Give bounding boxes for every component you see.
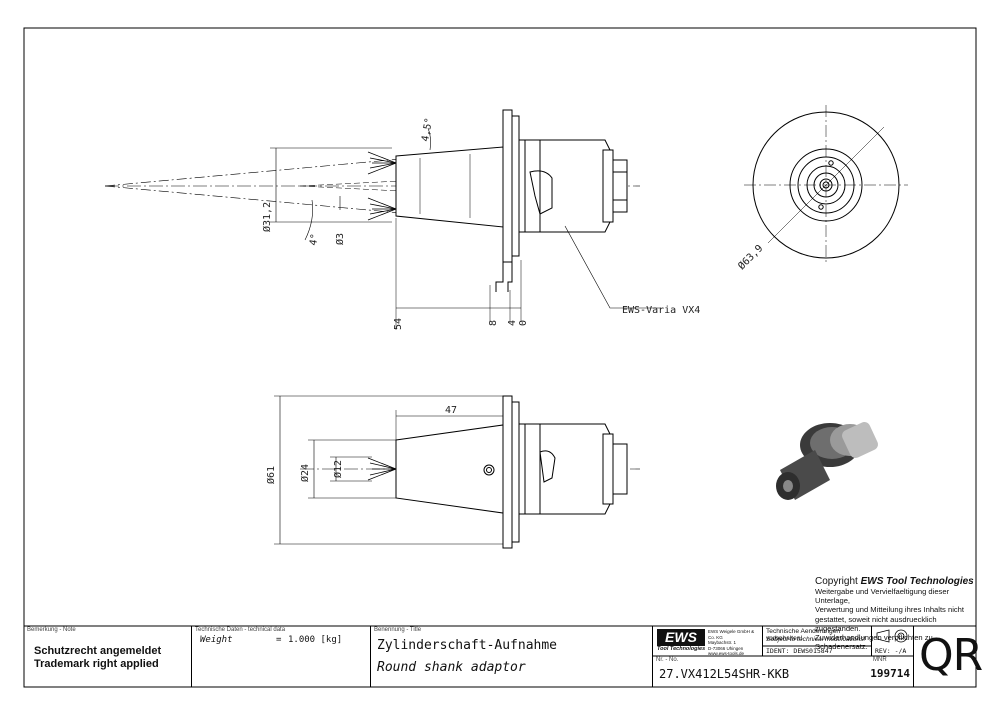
ident-label: IDENT: [766, 647, 790, 655]
name-cell: Benennung - Title Zylinderschaft-Aufnahm… [370, 626, 652, 687]
qr-code-label: QR [919, 630, 983, 681]
technical-data-caption: Technische Daten - technical data [195, 627, 286, 633]
ident-field: IDENT: DEWS015847 [766, 647, 833, 655]
company-cell: EWS Tool Technologies EWS Weigele GmbH &… [652, 626, 762, 656]
part-number-caption: Nr. - No. [656, 657, 679, 663]
ident-value: DEWS015847 [793, 647, 833, 655]
copyright-line: Verwertung und Mitteilung ihres Inhalts … [815, 605, 965, 615]
dim-length-0: 0 [518, 320, 529, 326]
dim-length-4: 4 [507, 320, 518, 326]
mnr-cell: MNR 199714 [870, 656, 913, 687]
company-address-line: D-73066 Uhingen [708, 645, 744, 651]
copyright-line: gestattet, soweit nicht ausdruecklich zu… [815, 614, 937, 633]
company-address-line: EWS Weigele GmbH & Co. KG [708, 629, 755, 640]
dim-angle-4-5: 4,5° [420, 117, 435, 143]
dim-angle-4: 4° [308, 233, 321, 247]
changes-german: Technische Aenderungen vorbehalten! [766, 628, 841, 642]
ews-logo: EWS [657, 629, 705, 646]
revision-field: REV: -/A [875, 647, 906, 655]
varia-callout: EWS-Varia VX4 [622, 305, 700, 316]
sheet-frame [23, 27, 977, 688]
title-block-frame [24, 625, 976, 657]
projection-cell: REV: -/A [871, 626, 913, 656]
part-number-cell: Nr. - No. 27.VX412L54SHR-KKB [652, 656, 871, 687]
end-view [744, 105, 908, 265]
qr-cell: QR [913, 626, 983, 687]
changes-english: Subject to technical modifications! [766, 636, 866, 643]
product-3d-render [776, 422, 878, 500]
dim-d12: Ø12 [332, 460, 344, 478]
part-number: 27.VX412L54SHR-KKB [659, 667, 790, 681]
side-view-bottom [274, 395, 640, 549]
dim-length-8: 8 [488, 320, 499, 326]
title-german: Zylinderschaft-Aufnahme [377, 638, 558, 653]
mnr-value: 199714 [870, 667, 910, 680]
technical-data-cell: Technische Daten - technical data Weight… [191, 626, 370, 687]
ews-logo-subtitle: Tool Technologies [657, 646, 706, 652]
weight-equals: = [276, 635, 282, 645]
company-address-line: Maybachstr. 1 [708, 640, 737, 645]
changes-cell: Technische Aenderungen vorbehalten! Subj… [762, 626, 871, 656]
revision-label: REV: [875, 647, 891, 655]
copyright-notice: Copyright EWS Tool Technologies Weiterga… [815, 576, 975, 651]
copyright-prefix: Copyright [815, 576, 858, 587]
company-address-line: www.ews-tools.de [708, 651, 745, 656]
copyright-brand: EWS Tool Technologies [860, 576, 974, 587]
remark-line-1: Schutzrecht angemeldet [34, 645, 162, 657]
remark-caption: Bemerkung - Note [27, 627, 76, 633]
dim-d24: Ø24 [299, 464, 311, 482]
dim-d3: Ø3 [334, 233, 346, 245]
company-address: EWS Weigele GmbH & Co. KG Maybachstr. 1 … [708, 629, 762, 657]
copyright-line: Zuwiderhandlungen verpflichten zu Schade… [815, 633, 933, 652]
dim-d61: Ø61 [265, 466, 277, 484]
name-caption: Benennung - Title [374, 627, 422, 633]
mnr-caption: MNR [873, 657, 887, 663]
remark-cell: Bemerkung - Note Schutzrecht angemeldet … [24, 626, 191, 687]
dim-d63-9: Ø63,9 [736, 242, 766, 272]
remark-line-2: Trademark right applied [34, 658, 159, 670]
dim-length-54: 54 [393, 318, 404, 330]
dim-length-47: 47 [445, 405, 457, 416]
weight-label: Weight [200, 635, 233, 645]
weight-value: 1.000 [kg] [288, 635, 343, 645]
side-view-top [104, 109, 660, 330]
copyright-line: Weitergabe und Vervielfaeltigung dieser … [815, 587, 950, 606]
copyright-heading: Copyright EWS Tool Technologies [815, 576, 975, 587]
title-english: Round shank adaptor [377, 660, 526, 675]
projection-symbol-icon [876, 629, 908, 643]
revision-value: -/A [894, 647, 907, 655]
dim-d31-2: Ø31,2 [261, 202, 273, 232]
